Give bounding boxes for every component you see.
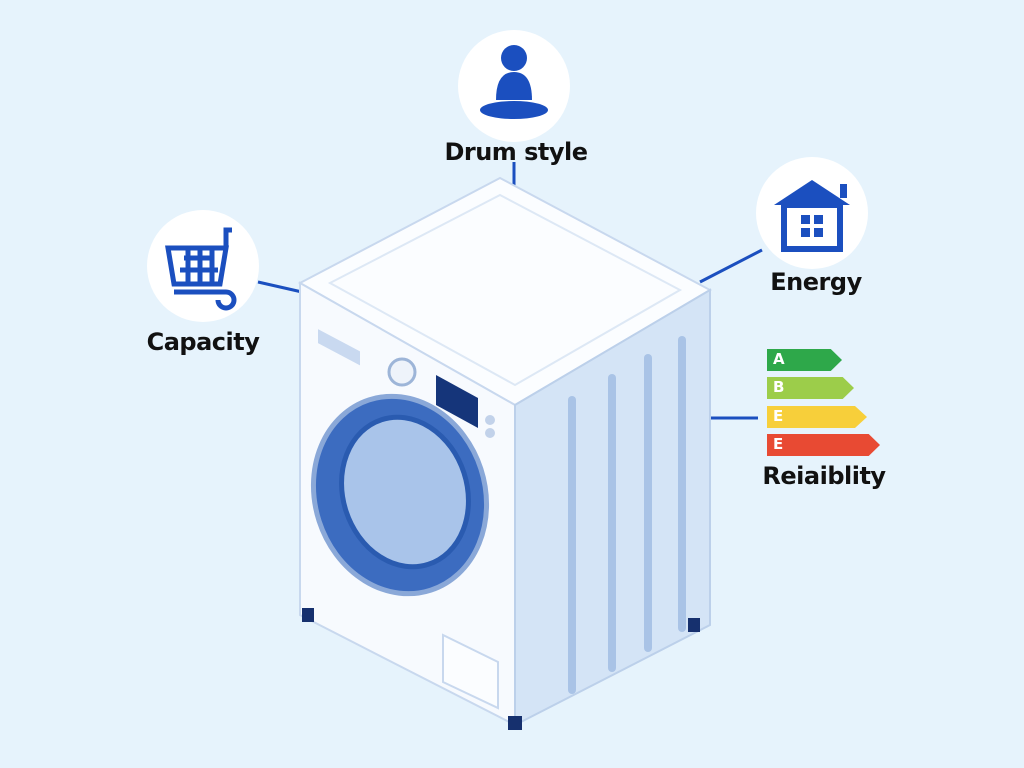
detergent-drawer	[318, 329, 360, 366]
person-meditating-icon	[480, 45, 548, 119]
shopping-cart-icon	[165, 227, 237, 311]
drum-style-label: Drum style	[444, 138, 588, 166]
energy-bar-a: A	[767, 349, 842, 371]
filter-cover	[442, 633, 499, 710]
capacity-label: Capacity	[146, 328, 260, 356]
energy-label: Energy	[770, 268, 862, 296]
house-icon	[774, 180, 850, 252]
energy-bar-letter: E	[773, 435, 784, 453]
door-glass	[339, 414, 471, 570]
energy-bar-letter: E	[773, 407, 784, 425]
connector-capacity	[257, 280, 303, 294]
energy-bar-d: E	[767, 434, 880, 456]
energy-bar-b: B	[767, 377, 854, 399]
program-dial[interactable]	[387, 357, 417, 387]
reliability-label: Reiaiblity	[762, 462, 886, 490]
washing-machine	[297, 176, 713, 730]
energy-bar-letter: B	[773, 378, 785, 396]
connector-energy	[699, 248, 763, 284]
energy-bar-c: E	[767, 406, 867, 428]
display-panel	[436, 375, 478, 428]
energy-bar-letter: A	[773, 350, 785, 368]
energy-icon-bg	[756, 157, 868, 269]
capacity-icon-bg	[147, 210, 259, 322]
